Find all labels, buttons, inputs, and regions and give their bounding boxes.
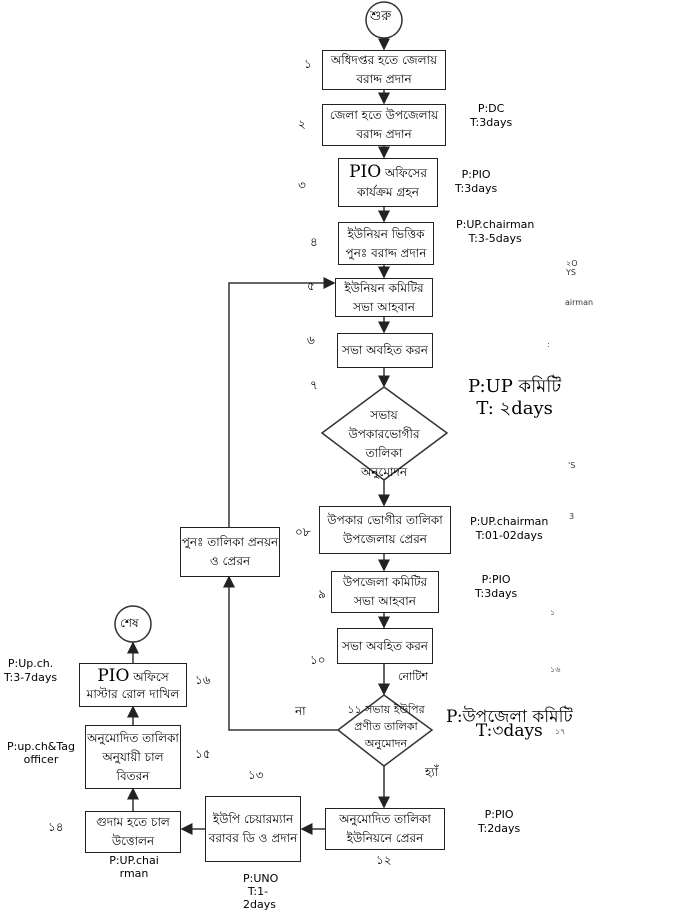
- step-8-box: উপকার ভোগীর তালিকা উপজেলায় প্রেরন: [319, 506, 451, 554]
- notice-label: নোটিশ: [398, 670, 428, 683]
- step-13-box: ইউপি চেয়ারম্যান বরাবর ডি ও প্রদান: [205, 796, 301, 862]
- step-1-number: ১: [304, 57, 312, 71]
- step-9-number: ৯: [318, 587, 326, 601]
- step-15-meta: P:up.ch&Tag officer: [6, 740, 75, 766]
- step-12-box: অনুমোদিত তালিকা ইউনিয়নে প্রেরন: [325, 808, 445, 850]
- step-12-number: ১২: [376, 853, 392, 867]
- fragment: 3: [569, 512, 575, 521]
- step-14-number: ১৪: [48, 820, 64, 834]
- step-7-number: ৭: [310, 378, 318, 392]
- step-3-box: PIO অফিসের কার্যক্রম গ্রহন: [338, 158, 438, 207]
- yes-label: হ্যাঁ: [425, 765, 439, 779]
- step-9-box: উপজেলা কমিটির সভা আহবান: [331, 571, 439, 613]
- fragment: ১: [550, 608, 556, 617]
- start-label: শুরু: [370, 9, 392, 24]
- end-label: শেষ: [120, 616, 139, 630]
- step-1-box: অধিদপ্তর হতে জেলায় বরাদ্দ প্রদান: [322, 50, 446, 90]
- step-3-number: ৩: [298, 178, 306, 192]
- step-8-number: ০৮: [295, 525, 311, 539]
- fragment: ২O: [566, 259, 578, 268]
- step-2-box: জেলা হতে উপজেলায় বরাদ্দ প্রদান: [322, 104, 446, 146]
- step-5-box: ইউনিয়ন কমিটির সভা আহবান: [335, 278, 433, 317]
- step-10-number: ১০: [310, 653, 326, 667]
- step-11-meta: P:উপজেলা কমিটিT:৩days: [446, 707, 573, 741]
- fragment: :: [547, 340, 550, 349]
- step-4-number: ৪: [310, 235, 318, 249]
- step-6-box: সভা অবহিত করন: [337, 333, 433, 368]
- step-10-box: সভা অবহিত করন: [337, 628, 433, 664]
- step-11-number: ১১: [347, 703, 362, 716]
- step-4-box: ইউনিয়ন ভিত্তিক পুনঃ বরাদ্দ প্রদান: [338, 222, 434, 265]
- step-7-text: সভায় উপকারভোগীর তালিকা অনুমোদন: [348, 408, 420, 479]
- step-16-meta: P:Up.ch.T:3-7days: [4, 657, 58, 684]
- step-3-text: অফিসের কার্যক্রম গ্রহন: [357, 166, 427, 199]
- step-13-number: ১৩: [248, 768, 264, 782]
- step-14-box: গুদাম হতে চাল উত্তোলন: [85, 811, 181, 853]
- step-3-pio: PIO: [349, 162, 382, 182]
- no-label: না: [295, 704, 306, 718]
- step-16-box: PIO অফিসে মাস্টার রোল দাখিল: [79, 663, 187, 707]
- step-7-meta: P:UP কমিটিT: ২days: [468, 376, 562, 419]
- step-5-number: ৫: [307, 279, 315, 293]
- step-2-number: ২: [298, 117, 306, 131]
- step-6-number: ৬: [307, 333, 315, 347]
- step-11-text: ১১ সভায় ইউপির প্রণীত তালিকা অনুমোদন: [347, 703, 425, 750]
- fragment: YS: [566, 268, 576, 277]
- fragment: airman: [565, 298, 594, 307]
- step-14-meta: P:UP.chai rman: [109, 854, 159, 880]
- step-15-box: অনুমোদিত তালিকা অনুযায়ী চাল বিতরন: [85, 725, 181, 789]
- fragment: ১৭: [555, 727, 566, 736]
- fragment: ১৬: [550, 665, 561, 674]
- step-16-number: ১৬: [195, 673, 211, 687]
- step-2-person: P:DC: [477, 102, 505, 115]
- step-15-number: ১৫: [195, 747, 211, 761]
- feedback-box: পুনঃ তালিকা প্রনয়ন ও প্রেরন: [180, 527, 280, 577]
- step-2-time: T:3days: [470, 116, 513, 129]
- fragment: 'S: [568, 461, 576, 470]
